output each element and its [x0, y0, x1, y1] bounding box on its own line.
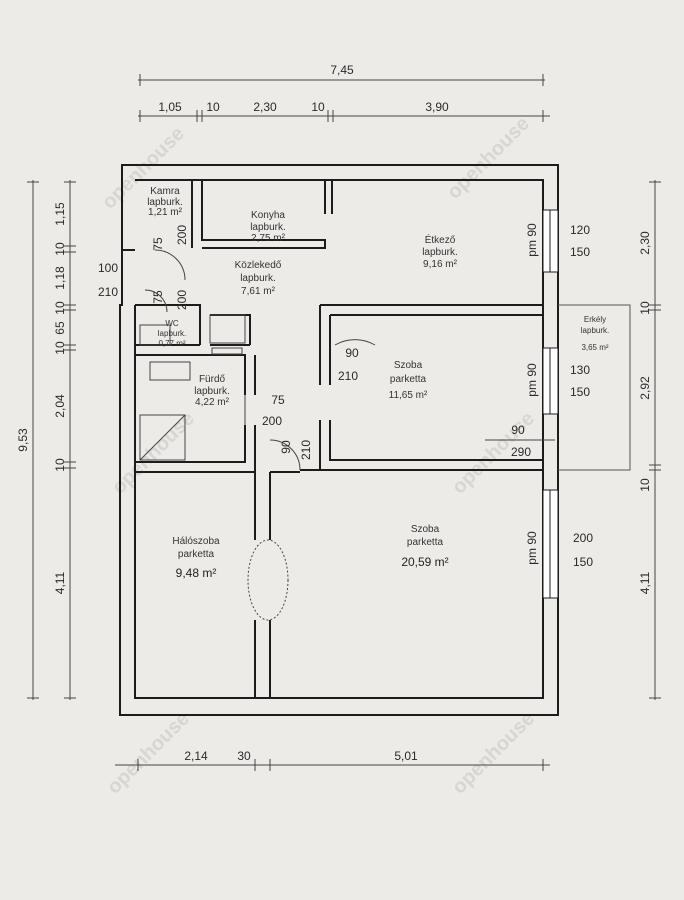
toilet-icon: [139, 324, 171, 346]
door-szoba2-width: 90: [279, 440, 293, 454]
room-erkely-floor: lapburk.: [581, 326, 609, 335]
dim-left-segment: 10: [53, 458, 67, 472]
room-wc-name: WC: [165, 319, 179, 328]
windows: [542, 209, 559, 599]
room-furdo-name: Fürdő: [199, 374, 226, 385]
dim-right-segment: 10: [638, 478, 652, 492]
door-wc-height: 200: [175, 290, 189, 310]
window-szoba2-width: 200: [573, 531, 593, 545]
dim-top-segment: 2,30: [253, 100, 277, 114]
door-szoba2-height: 210: [299, 440, 313, 460]
dim-right-segment: 2,30: [638, 231, 652, 255]
room-furdo-area: 4,22 m²: [195, 397, 230, 408]
dim-left-segment: 1,15: [53, 202, 67, 226]
room-furdo-floor: lapburk.: [194, 386, 230, 397]
dim-top-segment: 1,05: [158, 100, 182, 114]
window-etkezo-sill: pm 90: [525, 223, 539, 257]
dim-left-segment: 10: [53, 242, 67, 256]
dim-left-segment: 10: [53, 341, 67, 355]
shower-icon: [139, 414, 186, 461]
window-szoba1-sill: pm 90: [525, 363, 539, 397]
room-kamra-name: Kamra: [150, 186, 180, 197]
sink-icon: [149, 361, 191, 381]
room-haloszoba-area: 9,48 m²: [176, 566, 217, 580]
room-erkely-area: 3,65 m²: [581, 343, 608, 352]
room-haloszoba-name: Hálószoba: [172, 536, 220, 547]
dim-top-segment: 10: [206, 100, 220, 114]
dim-right-segment: 2,92: [638, 376, 652, 400]
dim-left-segment: 1,18: [53, 266, 67, 290]
dim-top-segment: 3,90: [425, 100, 449, 114]
door-swings: [144, 249, 555, 471]
dim-right-segment: 10: [638, 301, 652, 315]
room-etkezo-floor: lapburk.: [422, 247, 458, 258]
dim-top-segment: 10: [311, 100, 325, 114]
room-kamra-floor: lapburk.: [147, 197, 183, 208]
door-labels: 75 200 100 210 75 200 90 210 75 200 90 2…: [98, 225, 531, 460]
room-konyha-area: 2,75 m²: [251, 233, 286, 244]
archway: [247, 539, 289, 621]
door-entry-height: 210: [98, 285, 118, 299]
watermark: openhouse: [448, 708, 539, 799]
balcony-outline: [558, 304, 631, 471]
room-szoba2-name: Szoba: [411, 524, 440, 535]
room-szoba2-area: 20,59 m²: [401, 555, 448, 569]
dim-right-segment: 4,11: [638, 571, 652, 594]
door-kamra-width: 75: [151, 237, 165, 251]
room-labels: Kamra lapburk. 1,21 m² Konyha lapburk. 2…: [147, 186, 609, 580]
walls: [119, 164, 559, 716]
room-kozlekedo-name: Közlekedő: [235, 260, 282, 271]
window-etkezo-width: 120: [570, 223, 590, 237]
bathtub-edge-icon: [211, 347, 243, 355]
dim-left-total: 9,53: [16, 428, 30, 452]
fixtures: [139, 314, 246, 461]
door-furdo-width: 75: [271, 393, 285, 407]
room-szoba1-area: 11,65 m²: [389, 390, 428, 401]
room-konyha-floor: lapburk.: [250, 222, 286, 233]
dim-left-segment: 2,04: [53, 394, 67, 418]
room-wc-floor: lapburk.: [158, 329, 186, 338]
room-szoba1-name: Szoba: [394, 360, 423, 371]
door-wc-width: 75: [151, 290, 165, 304]
window-szoba1-width: 130: [570, 363, 590, 377]
room-erkely-name: Erkély: [584, 315, 606, 324]
room-kozlekedo-area: 7,61 m²: [241, 286, 276, 297]
door-szoba1-width: 90: [345, 346, 359, 360]
room-wc-area: 0,77 m²: [158, 339, 185, 348]
dim-left-segment: 4,11: [53, 571, 67, 594]
dim-bottom-segment: 2,14: [184, 749, 208, 763]
window-szoba2-sill: pm 90: [525, 531, 539, 565]
door-furdo-height: 200: [262, 414, 282, 428]
dim-bottom-segment: 30: [237, 749, 251, 763]
room-haloszoba-floor: parketta: [178, 549, 215, 560]
door-kamra-height: 200: [175, 225, 189, 245]
window-etkezo-height: 150: [570, 245, 590, 259]
door-erkely-height: 290: [511, 445, 531, 459]
room-konyha-name: Konyha: [251, 210, 285, 221]
room-szoba2-floor: parketta: [407, 537, 444, 548]
room-kozlekedo-floor: lapburk.: [240, 273, 276, 284]
room-kamra-area: 1,21 m²: [148, 207, 183, 218]
window-szoba1-height: 150: [570, 385, 590, 399]
dim-bottom-segment: 5,01: [394, 749, 418, 763]
dim-left-segment: 65: [53, 321, 67, 335]
door-entry-width: 100: [98, 261, 118, 275]
window-labels: pm 90 120 150 pm 90 130 150 pm 90 200 15…: [525, 223, 593, 569]
room-etkezo-name: Étkező: [425, 233, 456, 246]
dim-left-segment: 10: [53, 301, 67, 315]
room-etkezo-area: 9,16 m²: [423, 259, 458, 270]
dimension-labels: 7,45 1,05 10 2,30 10 3,90 2,14 30 5,01 9…: [16, 63, 652, 763]
door-szoba1-height: 210: [338, 369, 358, 383]
door-erkely-width: 90: [511, 423, 525, 437]
dim-top-total: 7,45: [330, 63, 354, 77]
room-szoba1-floor: parketta: [390, 374, 427, 385]
watermark: openhouse: [103, 708, 194, 799]
window-szoba2-height: 150: [573, 555, 593, 569]
shelf-icon: [209, 314, 246, 344]
watermark: openhouse: [443, 113, 534, 204]
dimension-lines: [27, 74, 661, 771]
